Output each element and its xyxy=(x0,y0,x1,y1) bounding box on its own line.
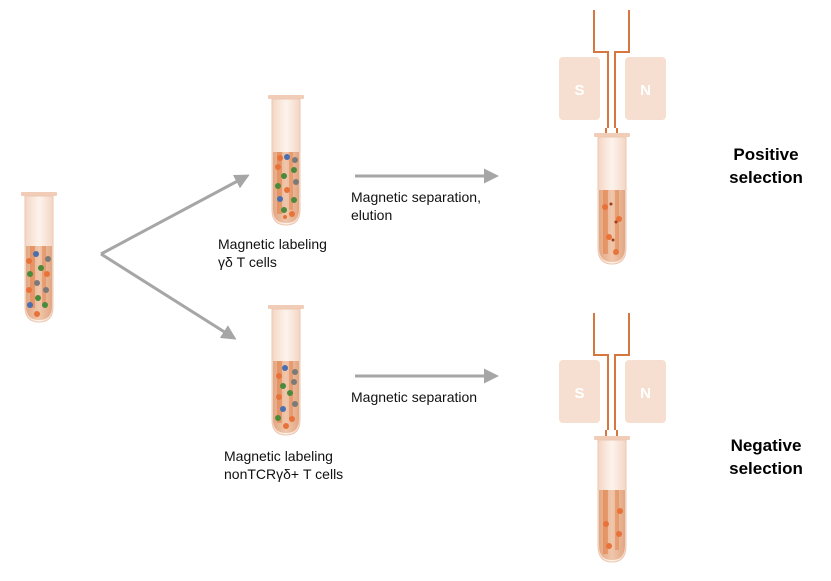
label-separation-elution: Magnetic separation, elution xyxy=(351,188,481,224)
magnet-s-letter-bottom: S xyxy=(574,385,584,402)
magnet-south-top xyxy=(559,57,600,120)
magnet-north-bottom xyxy=(625,360,666,423)
label-separation-elution-line1: Magnetic separation, xyxy=(351,189,481,205)
label-labeling-gd-line2: γδ T cells xyxy=(218,254,277,270)
magnet-s-letter: S xyxy=(574,82,584,99)
cell-mix xyxy=(26,251,51,317)
magnet-n-letter-bottom: N xyxy=(640,385,651,402)
branch-line-up xyxy=(100,174,250,256)
magnet-bottom: S N xyxy=(559,360,666,423)
label-labeling-gd-line1: Magnetic labeling xyxy=(218,236,327,252)
magnet-north-top xyxy=(625,57,666,120)
tube-positive-fraction xyxy=(594,133,630,265)
tube-labeling-gd xyxy=(268,95,304,226)
magnet-south-bottom xyxy=(559,360,600,423)
label-negative-selection: Negative selection xyxy=(719,434,813,480)
label-separation: Magnetic separation xyxy=(351,389,478,405)
label-labeling-non-line1: Magnetic labeling xyxy=(224,448,333,464)
label-positive-selection: Positive selection xyxy=(719,143,813,189)
label-labeling-gd: Magnetic labeling γδ T cells xyxy=(218,235,327,271)
tube-labeling-non xyxy=(268,305,304,436)
magnet-top: S N xyxy=(559,57,666,120)
branch-line-down xyxy=(100,252,237,340)
label-negative-line2: selection xyxy=(729,459,803,478)
label-labeling-non: Magnetic labeling nonTCRγδ+ T cells xyxy=(224,447,343,483)
label-negative-line1: Negative xyxy=(730,436,802,455)
label-positive-line1: Positive xyxy=(733,145,799,164)
label-separation-elution-line2: elution xyxy=(351,207,393,223)
label-positive-line2: selection xyxy=(729,168,803,187)
label-labeling-non-line2: nonTCRγδ+ T cells xyxy=(224,466,344,482)
tube-negative-fraction xyxy=(594,436,630,563)
tube-start-sample xyxy=(21,192,57,323)
magnet-n-letter: N xyxy=(640,82,651,99)
